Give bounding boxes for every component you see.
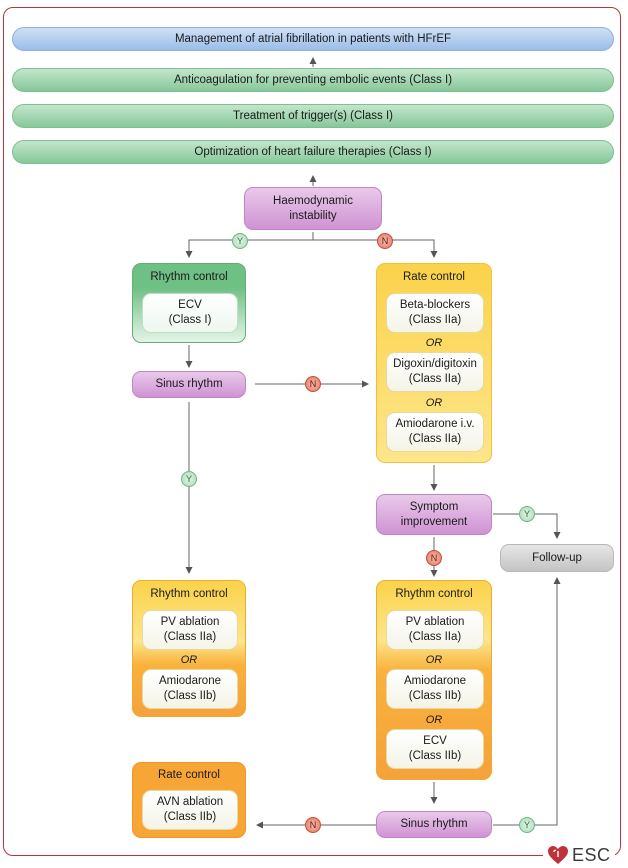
follow-up-node: Follow-up bbox=[500, 544, 614, 572]
title-bar: Management of atrial fibrillation in pat… bbox=[12, 27, 614, 51]
triggers-bar: Treatment of trigger(s) (Class I) bbox=[12, 104, 614, 128]
or-label: OR bbox=[425, 397, 443, 409]
triggers-text: Treatment of trigger(s) (Class I) bbox=[233, 110, 393, 122]
no-badge-sinus-2: N bbox=[305, 817, 321, 833]
ecv-class: (Class IIb) bbox=[408, 750, 462, 762]
symptom-improvement-node: Symptom improvement bbox=[376, 494, 492, 535]
esc-logo-text: ESC bbox=[572, 844, 611, 865]
yes-badge-label: Y bbox=[523, 820, 530, 830]
sinus-rhythm-2-label: Sinus rhythm bbox=[400, 818, 468, 830]
pv-ablation-class: (Class IIa) bbox=[408, 631, 462, 643]
ecv-class-i-item: ECV (Class I) bbox=[142, 293, 238, 333]
amiodarone-label: Amiodarone bbox=[403, 675, 466, 687]
symptom-improvement-label: Symptom improvement bbox=[400, 500, 468, 528]
rhythm-control-box-3: Rhythm control PV ablation (Class IIa) O… bbox=[376, 580, 492, 780]
rate-control-box-1: Rate control Beta-blockers (Class IIa) O… bbox=[376, 263, 492, 463]
yes-badge-sinus-2: Y bbox=[519, 817, 535, 833]
amiodarone-class: (Class IIb) bbox=[408, 690, 462, 702]
heart-logo-icon bbox=[548, 846, 568, 864]
amiodarone-iv-class: (Class IIa) bbox=[408, 433, 462, 445]
amiodarone-item: Amiodarone (Class IIb) bbox=[142, 669, 238, 709]
haemodynamic-instability-label: Haemodynamic instability bbox=[273, 194, 353, 222]
pv-ablation-item: PV ablation (Class IIa) bbox=[386, 610, 484, 650]
avn-ablation-label: AVN ablation bbox=[156, 796, 224, 808]
title-text: Management of atrial fibrillation in pat… bbox=[174, 33, 452, 45]
rate-control-box-2: Rate control AVN ablation (Class IIb) bbox=[132, 762, 246, 838]
ecv-label: ECV bbox=[423, 735, 447, 747]
sinus-rhythm-1-label: Sinus rhythm bbox=[155, 378, 223, 390]
avn-ablation-item: AVN ablation (Class IIb) bbox=[142, 790, 238, 830]
pv-ablation-class: (Class IIa) bbox=[163, 631, 217, 643]
or-label: OR bbox=[425, 337, 443, 349]
amiodarone-item: Amiodarone (Class IIb) bbox=[386, 669, 484, 709]
no-badge-label: N bbox=[381, 236, 389, 246]
beta-blockers-label: Beta-blockers bbox=[399, 299, 471, 311]
yes-badge-label: Y bbox=[523, 509, 530, 519]
or-label: OR bbox=[425, 654, 443, 666]
yes-badge-instability: Y bbox=[232, 233, 248, 249]
digoxin-label: Digoxin/digitoxin bbox=[393, 358, 477, 370]
amiodarone-label: Amiodarone bbox=[158, 675, 221, 687]
outer-frame bbox=[3, 7, 621, 856]
amiodarone-class: (Class IIb) bbox=[163, 690, 217, 702]
anticoagulation-text: Anticoagulation for preventing embolic e… bbox=[173, 74, 453, 86]
digoxin-class: (Class IIa) bbox=[408, 373, 462, 385]
avn-ablation-class: (Class IIb) bbox=[163, 811, 217, 823]
rhythm-control-3-title: Rhythm control bbox=[395, 588, 473, 600]
or-label: OR bbox=[180, 654, 198, 666]
rhythm-control-1-title: Rhythm control bbox=[150, 271, 228, 283]
yes-badge-label: Y bbox=[236, 236, 243, 246]
ecv-class-iib-item: ECV (Class IIb) bbox=[386, 729, 484, 769]
no-badge-instability: N bbox=[377, 233, 393, 249]
haemodynamic-instability-node: Haemodynamic instability bbox=[244, 187, 382, 230]
no-badge-symptom: N bbox=[426, 550, 442, 566]
beta-blockers-item: Beta-blockers (Class IIa) bbox=[386, 293, 484, 333]
amiodarone-iv-label: Amiodarone i.v. bbox=[395, 418, 475, 430]
or-label: OR bbox=[425, 714, 443, 726]
ecv-label: ECV bbox=[178, 299, 202, 311]
no-badge-label: N bbox=[430, 553, 438, 563]
anticoagulation-bar: Anticoagulation for preventing embolic e… bbox=[12, 68, 614, 92]
no-badge-label: N bbox=[309, 379, 317, 389]
hf-therapies-bar: Optimization of heart failure therapies … bbox=[12, 140, 614, 164]
yes-badge-sinus-1: Y bbox=[181, 471, 197, 487]
yes-badge-label: Y bbox=[185, 474, 192, 484]
no-badge-label: N bbox=[309, 820, 317, 830]
pv-ablation-item: PV ablation (Class IIa) bbox=[142, 610, 238, 650]
yes-badge-symptom: Y bbox=[519, 506, 535, 522]
rhythm-control-2-title: Rhythm control bbox=[150, 588, 228, 600]
esc-logo: ESC bbox=[543, 843, 615, 867]
pv-ablation-label: PV ablation bbox=[160, 616, 220, 628]
beta-blockers-class: (Class IIa) bbox=[408, 314, 462, 326]
digoxin-item: Digoxin/digitoxin (Class IIa) bbox=[386, 352, 484, 392]
sinus-rhythm-node-2: Sinus rhythm bbox=[376, 811, 492, 838]
rhythm-control-box-1: Rhythm control ECV (Class I) bbox=[132, 263, 246, 343]
rhythm-control-box-2: Rhythm control PV ablation (Class IIa) O… bbox=[132, 580, 246, 717]
no-badge-sinus-1: N bbox=[305, 376, 321, 392]
ecv-class: (Class I) bbox=[168, 314, 212, 326]
amiodarone-iv-item: Amiodarone i.v. (Class IIa) bbox=[386, 412, 484, 452]
rate-control-2-title: Rate control bbox=[157, 769, 220, 781]
rate-control-1-title: Rate control bbox=[402, 271, 465, 283]
sinus-rhythm-node-1: Sinus rhythm bbox=[132, 371, 246, 398]
follow-up-label: Follow-up bbox=[532, 552, 582, 564]
hf-therapies-text: Optimization of heart failure therapies … bbox=[194, 146, 432, 158]
pv-ablation-label: PV ablation bbox=[405, 616, 465, 628]
